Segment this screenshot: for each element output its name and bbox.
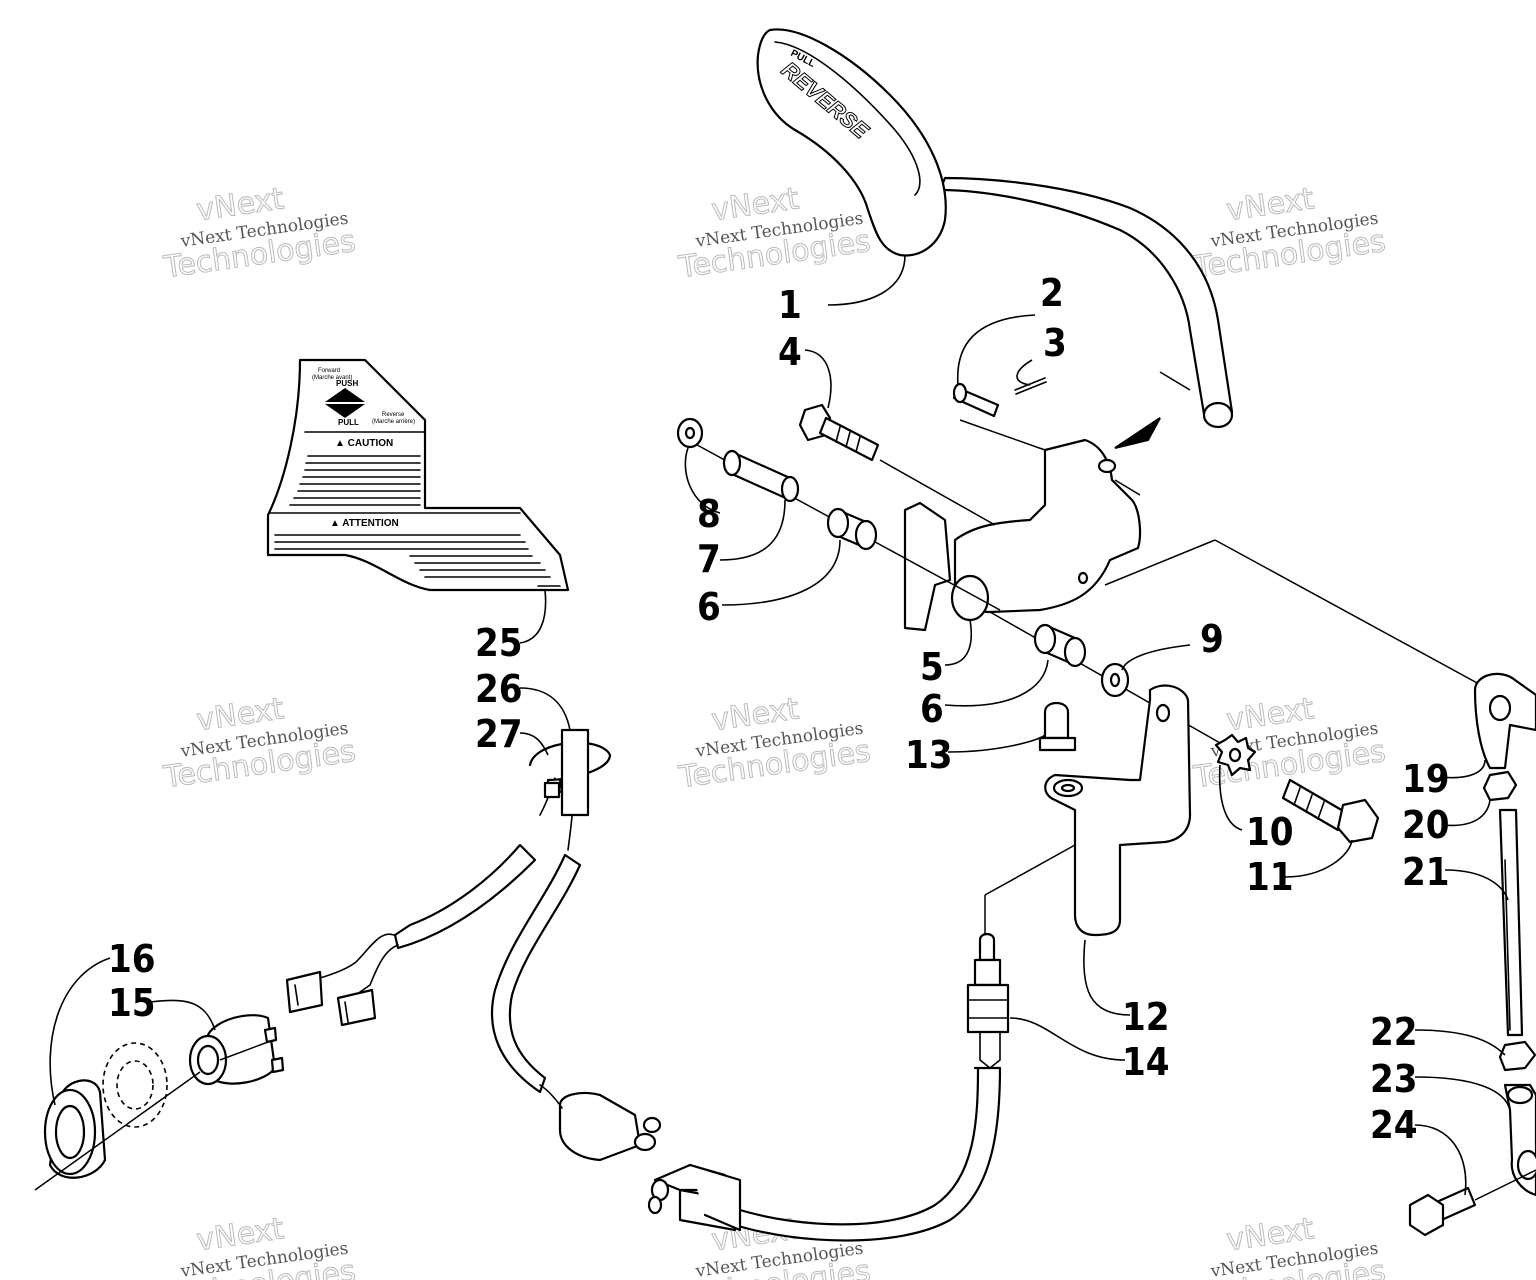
shift-bracket [903, 438, 1142, 632]
callout-25: 25 [475, 621, 523, 665]
callout-1: 1 [778, 283, 802, 327]
shift-lever: PULL REVERSE [756, 28, 1234, 429]
callout-5: 5 [920, 645, 944, 689]
connector-male [647, 1163, 742, 1232]
callout-23: 23 [1370, 1057, 1418, 1101]
bolt-11 [1281, 778, 1380, 844]
decal-forward: Forward [318, 368, 340, 374]
switch-bracket [1044, 684, 1192, 937]
callout-14: 14 [1122, 1040, 1170, 1084]
bezel-nut-16 [43, 1079, 107, 1179]
rod-end-23 [1503, 1083, 1536, 1197]
rod-end-19 [1473, 672, 1536, 770]
callout-6-upper: 6 [697, 585, 721, 629]
callout-22: 22 [1370, 1010, 1418, 1054]
decal-caution: ▲ CAUTION [335, 438, 393, 449]
warning-decal: Forward (Marche avant) PUSH PULL Reverse… [266, 358, 570, 592]
bushing-6-lower [1033, 623, 1087, 668]
cable-clamp [528, 728, 612, 817]
callout-20: 20 [1402, 803, 1450, 847]
harness-main [490, 853, 582, 1094]
callout-16: 16 [108, 937, 156, 981]
callout-8: 8 [697, 492, 721, 536]
callout-2: 2 [1040, 271, 1064, 315]
decal-caution-text-lines [289, 455, 421, 506]
terminal-b [336, 988, 377, 1027]
nut-20 [1482, 770, 1518, 802]
decal-attention-text-lines [274, 534, 561, 587]
pin-13 [1038, 701, 1077, 752]
bolt-4 [798, 403, 880, 462]
terminal-a [285, 970, 324, 1014]
decal-attention: ▲ ATTENTION [330, 518, 399, 529]
rod-21 [1498, 808, 1524, 1037]
spacer-7 [722, 449, 800, 503]
decal-reverse: Reverse [382, 412, 405, 418]
switch-14 [966, 932, 1010, 1070]
switch-15 [188, 1014, 285, 1086]
callout-4: 4 [778, 330, 802, 374]
callout-6-lower: 6 [920, 687, 944, 731]
callout-10: 10 [1246, 810, 1294, 854]
nut-22 [1498, 1040, 1536, 1072]
callout-numbers: 1 2 3 4 5 6 6 7 8 9 10 11 12 13 14 15 16… [108, 271, 1450, 1147]
callout-9: 9 [1200, 617, 1224, 661]
callout-3: 3 [1043, 321, 1067, 365]
pointer-arrow [1114, 417, 1161, 449]
lock-washer [102, 1042, 168, 1128]
decal-pull: PULL [338, 418, 359, 427]
callout-11: 11 [1246, 855, 1294, 899]
decal-forward-fr: (Marche avant) [312, 375, 352, 381]
decal-reverse-fr: (Marche arrière) [372, 419, 415, 425]
callout-26: 26 [475, 667, 523, 711]
bushing-6-upper [826, 507, 878, 551]
decal-arrow-up-icon [325, 388, 365, 402]
leader-lines [49, 254, 1511, 1196]
clevis-pin [952, 377, 1047, 418]
callout-15: 15 [108, 981, 156, 1025]
decal-arrow-down-icon [325, 404, 365, 418]
callout-7: 7 [697, 537, 721, 581]
callout-27: 27 [475, 712, 523, 756]
bolt-24 [1408, 1186, 1477, 1237]
callout-13: 13 [905, 733, 953, 777]
connector-female [539, 1084, 662, 1162]
callout-19: 19 [1402, 757, 1450, 801]
star-washer-10 [1214, 733, 1257, 777]
callout-12: 12 [1122, 995, 1170, 1039]
callout-21: 21 [1402, 850, 1450, 894]
decal-push: PUSH [336, 379, 358, 388]
callout-24: 24 [1370, 1103, 1418, 1147]
